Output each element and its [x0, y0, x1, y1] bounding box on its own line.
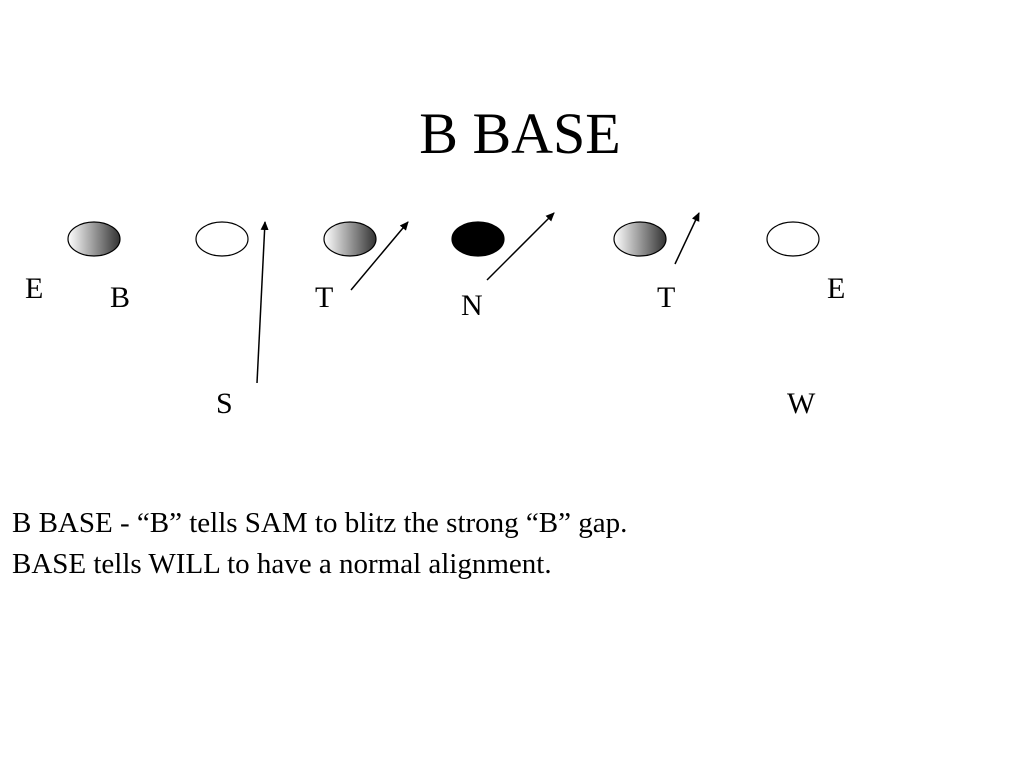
sam-blitz-arrow — [256, 221, 269, 384]
caption-line-2: BASE tells WILL to have a normal alignme… — [12, 548, 552, 580]
caption-line-1: B BASE - “B” tells SAM to blitz the stro… — [12, 507, 628, 539]
label-nose: N — [461, 289, 483, 322]
label-left-tackle: T — [315, 281, 333, 314]
label-bandit: B — [110, 281, 130, 314]
offensive-player-2 — [195, 221, 249, 257]
offensive-player-1 — [67, 221, 121, 257]
label-right-tackle: T — [657, 281, 675, 314]
label-sam: S — [216, 387, 233, 420]
offensive-center — [451, 221, 505, 257]
slide-title: B BASE — [419, 101, 621, 166]
right-tackle-arrow — [674, 212, 700, 265]
offensive-player-3 — [323, 221, 377, 257]
label-left-end: E — [25, 272, 43, 305]
offensive-player-5 — [613, 221, 667, 257]
slide-caption: B BASE - “B” tells SAM to blitz the stro… — [12, 503, 1012, 585]
offensive-player-6 — [766, 221, 820, 257]
label-right-end: E — [827, 272, 845, 305]
label-will: W — [787, 387, 816, 420]
left-tackle-arrow — [350, 221, 409, 291]
nose-arrow — [486, 212, 555, 281]
